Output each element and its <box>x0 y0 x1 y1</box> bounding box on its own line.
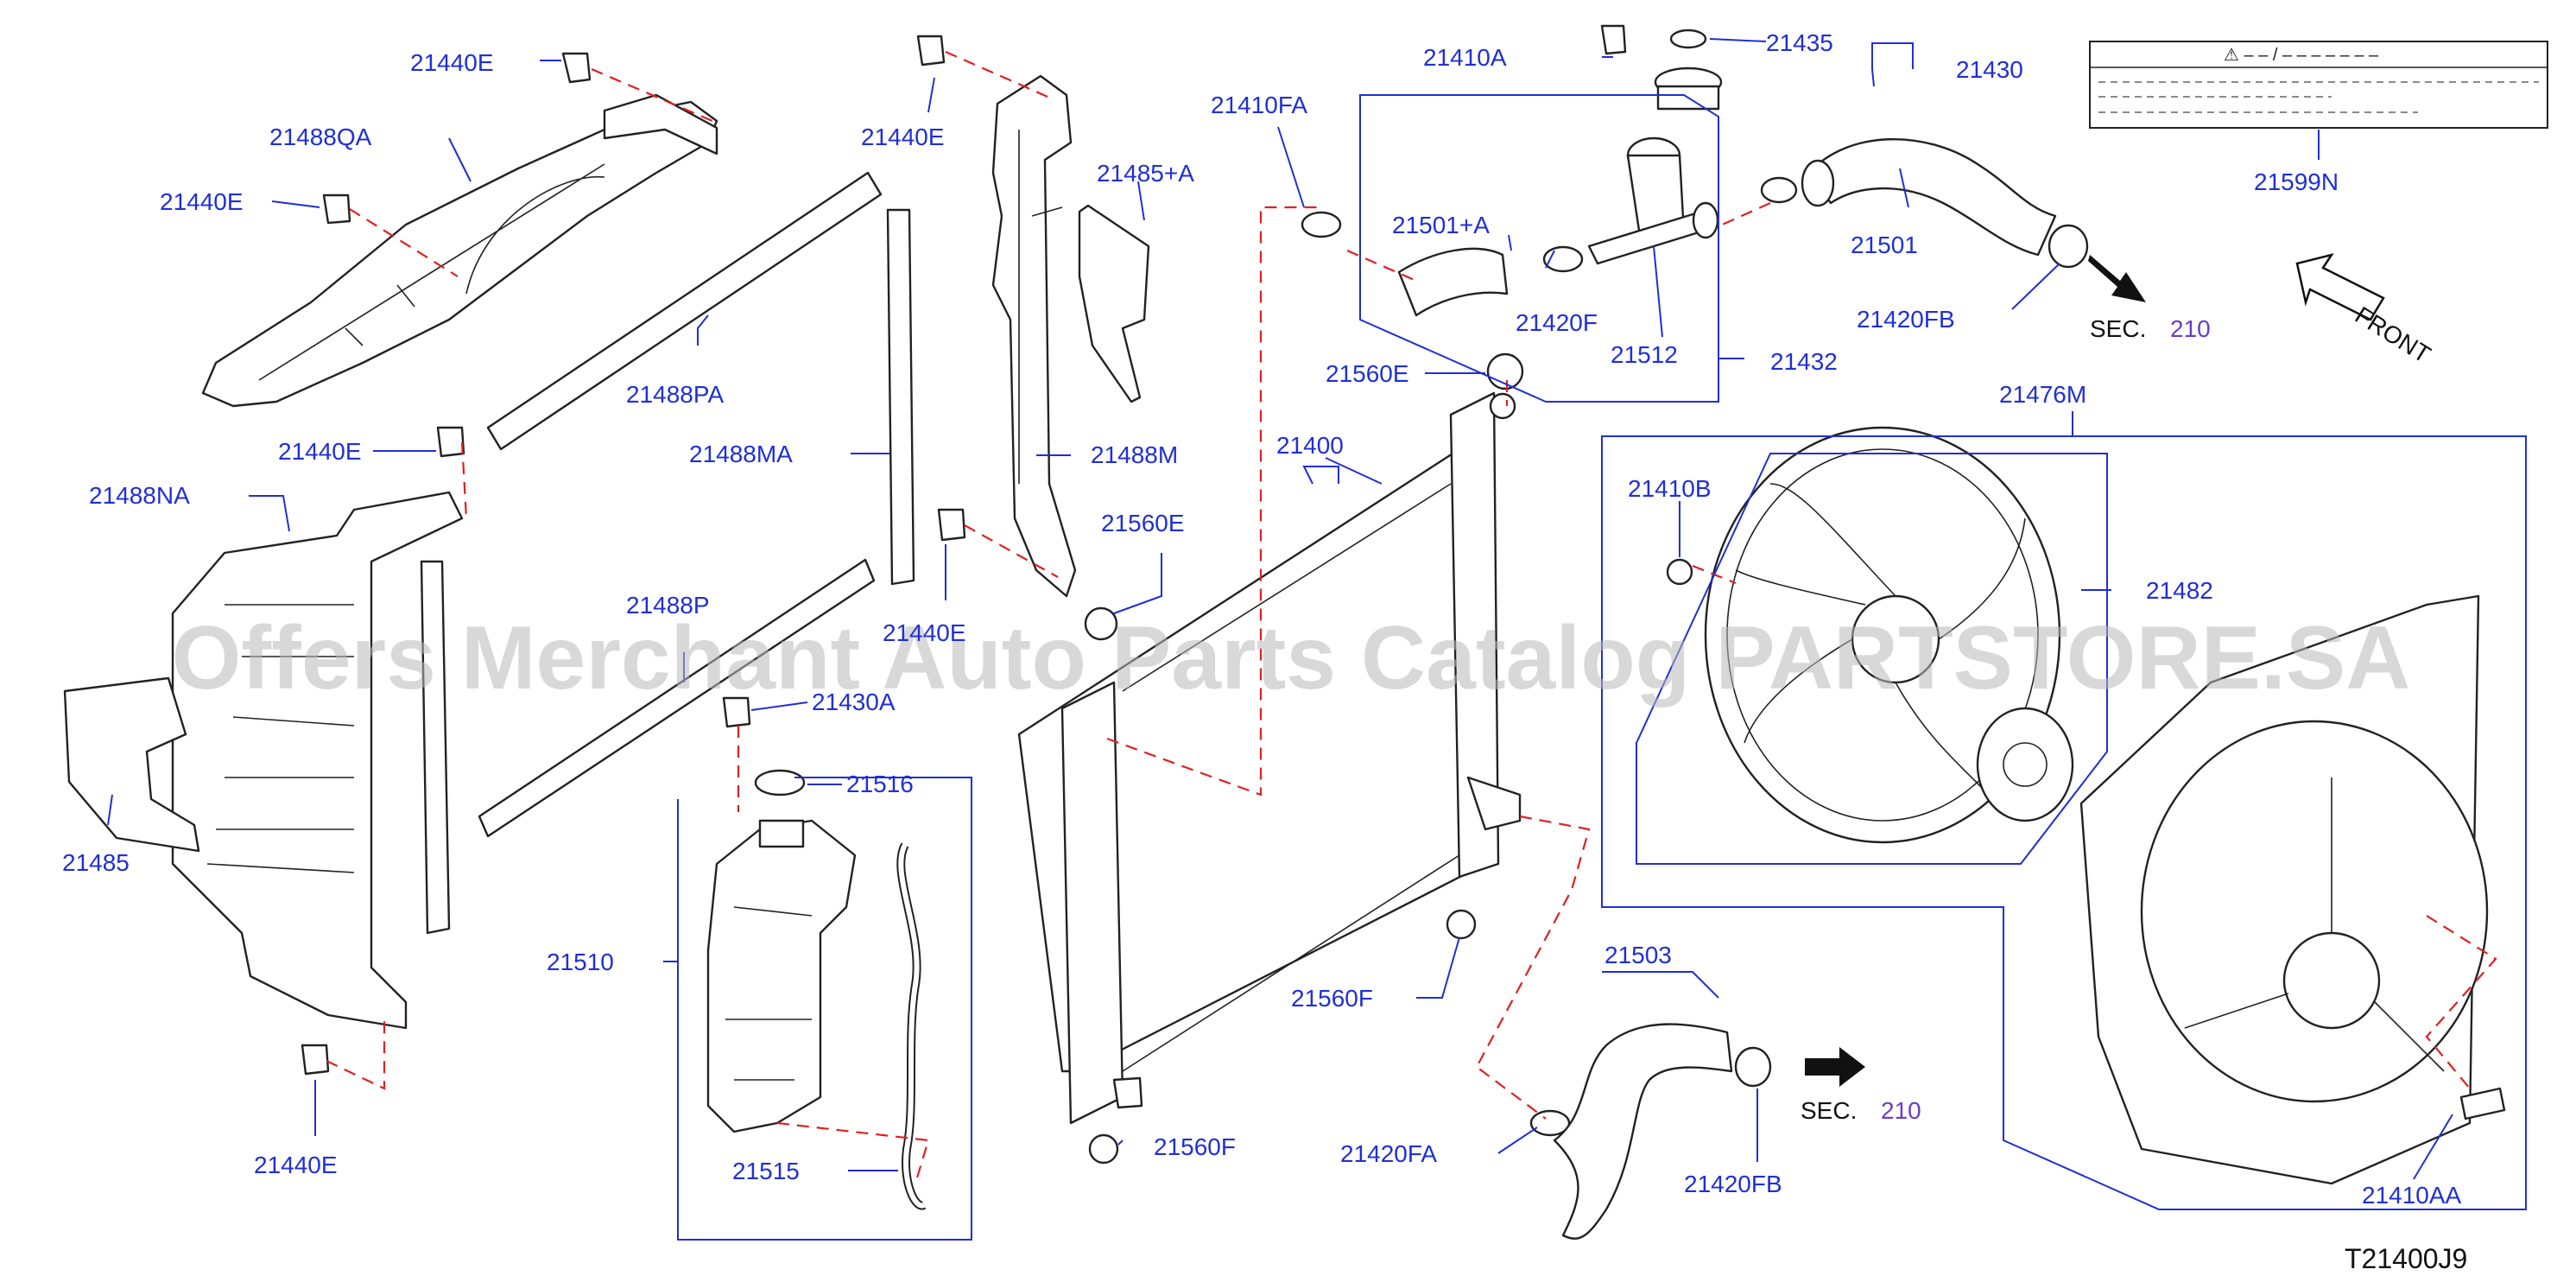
label-21488pa[interactable]: 21488PA <box>626 381 724 408</box>
label-21440e-e[interactable]: 21440E <box>883 619 966 646</box>
watermark-text: Offers Merchant Auto Parts Catalog PARTS… <box>172 608 2411 708</box>
dashed-connection-lines <box>326 50 2497 1184</box>
sec-reference-a[interactable]: SEC. 210 <box>2090 315 2211 342</box>
label-21440e-d[interactable]: 21440E <box>278 438 362 465</box>
sec-arrow-a <box>2088 255 2146 302</box>
part-number-labels: 21440E 21488QA 21440E 21440E 21488PA 214… <box>62 29 2462 1209</box>
diagram-code: T21400J9 <box>2345 1243 2467 1274</box>
label-21435[interactable]: 21435 <box>1766 29 1833 56</box>
label-21432[interactable]: 21432 <box>1770 348 1838 375</box>
label-21410aa[interactable]: 21410AA <box>2362 1182 2462 1209</box>
label-21516[interactable]: 21516 <box>846 771 914 797</box>
label-21440e-c[interactable]: 21440E <box>861 124 945 150</box>
filler-neck-21512 <box>1587 136 1719 265</box>
label-21501a[interactable]: 21501+A <box>1392 212 1490 238</box>
reservoir-hose-21515 <box>896 842 927 1210</box>
label-21410b[interactable]: 21410B <box>1628 475 1712 502</box>
seal-21488p <box>478 558 876 838</box>
label-21501[interactable]: 21501 <box>1851 232 1918 258</box>
fan-assembly-21476m <box>1704 426 2506 1185</box>
seal-vertical-left <box>420 560 451 935</box>
group-boxes <box>677 94 2527 1241</box>
label-21515[interactable]: 21515 <box>732 1158 800 1184</box>
label-21485[interactable]: 21485 <box>62 849 130 876</box>
label-21440e-b[interactable]: 21440E <box>160 188 244 215</box>
label-21485a[interactable]: 21485+A <box>1097 160 1194 187</box>
caution-label-21599n: ⚠ – – / – – – – – – – <box>2089 41 2548 129</box>
label-21488qa[interactable]: 21488QA <box>269 124 372 150</box>
label-21560f-b[interactable]: 21560F <box>1154 1133 1236 1160</box>
reservoir-tank-21510 <box>706 769 857 1133</box>
label-21430[interactable]: 21430 <box>1956 56 2023 83</box>
bracket-21488m <box>991 74 1077 598</box>
air-guide-upper-21488qa <box>201 93 718 408</box>
upper-hose-21501 <box>1801 138 2057 257</box>
radiator-21400 <box>1017 391 1522 1125</box>
label-21476m[interactable]: 21476M <box>1999 381 2086 408</box>
label-21560e-a[interactable]: 21560E <box>1101 510 1185 536</box>
label-21420f[interactable]: 21420F <box>1516 309 1598 336</box>
air-guide-side-21488na <box>171 491 464 1030</box>
label-21512[interactable]: 21512 <box>1611 341 1678 368</box>
sec-number-b: 210 <box>1881 1097 1921 1124</box>
label-21503[interactable]: 21503 <box>1604 942 1672 968</box>
cap-group-21430 <box>1654 29 1723 111</box>
sec-prefix-a: SEC. <box>2090 315 2146 342</box>
lower-hose-21503 <box>1553 1023 1733 1240</box>
sec-number-a: 210 <box>2170 315 2211 342</box>
sec-arrow-b <box>1805 1047 1865 1087</box>
sec-prefix-b: SEC. <box>1801 1097 1857 1124</box>
label-21420fb-b[interactable]: 21420FB <box>1684 1171 1782 1197</box>
label-21410a[interactable]: 21410A <box>1423 44 1507 71</box>
label-21430a[interactable]: 21430A <box>812 689 896 715</box>
label-21488ma[interactable]: 21488MA <box>689 441 793 467</box>
label-21420fa[interactable]: 21420FA <box>1340 1140 1437 1167</box>
seal-21485 <box>63 676 200 853</box>
radiator-mounts <box>1084 352 1524 1165</box>
seal-21485a <box>1078 204 1150 403</box>
sec-reference-b[interactable]: SEC. 210 <box>1801 1097 1921 1124</box>
seal-21488ma <box>886 208 915 586</box>
label-21599n[interactable]: 21599N <box>2254 168 2339 195</box>
label-21488na[interactable]: 21488NA <box>89 482 190 509</box>
front-label: FRONT <box>2351 301 2435 368</box>
label-21440e-f[interactable]: 21440E <box>254 1152 338 1178</box>
caution-label-text: ⚠ – – / – – – – – – – <box>2224 46 2379 65</box>
label-21488p[interactable]: 21488P <box>626 592 710 619</box>
leader-lines <box>107 38 2453 1180</box>
seal-21488pa <box>486 171 883 451</box>
clip-fasteners-21440e <box>301 24 1693 1076</box>
label-21510[interactable]: 21510 <box>547 949 614 975</box>
front-arrow <box>2295 253 2385 321</box>
label-21440e-a[interactable]: 21440E <box>410 49 494 76</box>
label-21560e-b[interactable]: 21560E <box>1326 360 1409 387</box>
label-21400[interactable]: 21400 <box>1276 432 1344 459</box>
label-21482[interactable]: 21482 <box>2146 577 2213 604</box>
hose-21501a <box>1397 247 1509 317</box>
label-21420fb-a[interactable]: 21420FB <box>1857 306 1955 333</box>
label-21410fa[interactable]: 21410FA <box>1211 92 1307 118</box>
label-21560f-a[interactable]: 21560F <box>1291 985 1373 1012</box>
label-21488m[interactable]: 21488M <box>1091 441 1178 468</box>
hose-clamps <box>1301 176 2089 1137</box>
